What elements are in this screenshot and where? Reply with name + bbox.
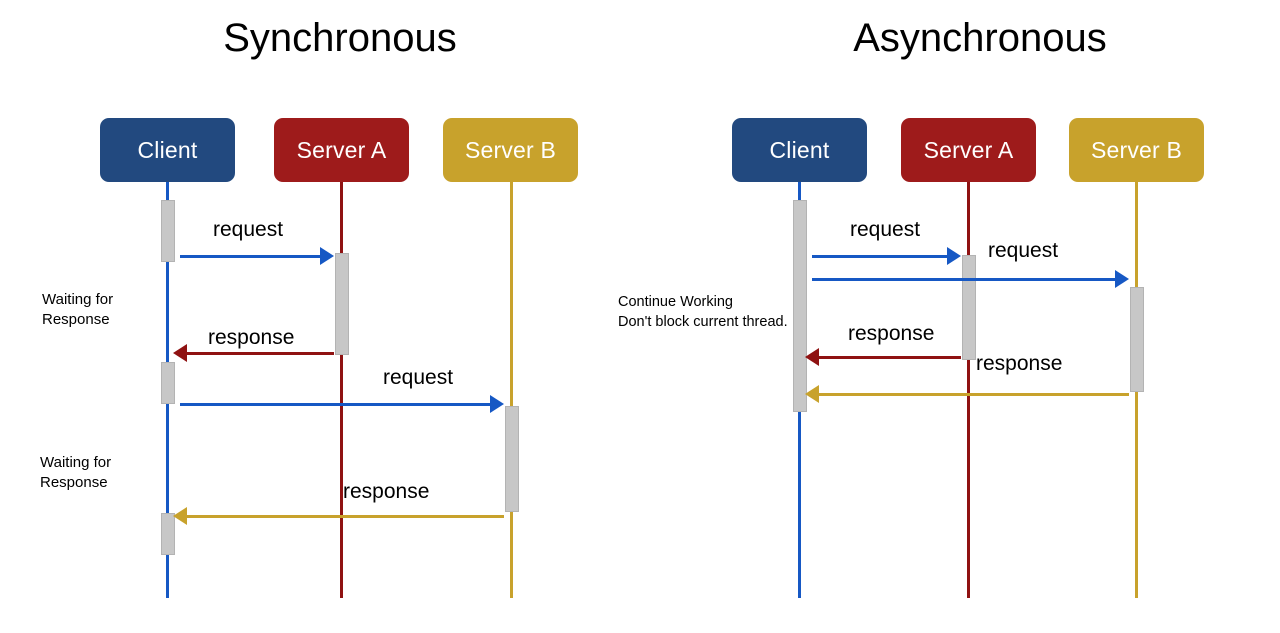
message-label-synchronous-0: request xyxy=(213,218,284,241)
message-label-asynchronous-3: response xyxy=(976,352,1063,375)
message-arrowhead-synchronous-3 xyxy=(173,507,187,525)
activation-bar-synchronous-client-2 xyxy=(161,362,175,404)
message-arrowhead-asynchronous-3 xyxy=(805,385,819,403)
activation-bar-synchronous-client-4 xyxy=(161,513,175,555)
activation-bar-asynchronous-server-a-1 xyxy=(962,255,976,360)
message-line-synchronous-3 xyxy=(185,515,504,518)
activation-bar-synchronous-client-0 xyxy=(161,200,175,262)
actor-label: Server B xyxy=(464,136,557,163)
activation-bar-synchronous-server-b-3 xyxy=(505,406,519,512)
lifeline-synchronous-server-a xyxy=(340,182,343,598)
actor-label: Client xyxy=(137,136,198,163)
message-label-synchronous-1: response xyxy=(208,326,295,349)
message-arrowhead-synchronous-1 xyxy=(173,344,187,362)
message-arrowhead-asynchronous-1 xyxy=(1115,270,1129,288)
diagram-title-asynchronous: Asynchronous xyxy=(853,16,1107,60)
actor-label: Server A xyxy=(296,136,387,163)
message-line-asynchronous-1 xyxy=(812,278,1117,281)
activation-bar-asynchronous-client-0 xyxy=(793,200,807,412)
lifeline-asynchronous-server-a xyxy=(967,182,970,598)
actor-label: Server A xyxy=(923,136,1014,163)
message-label-synchronous-3: response xyxy=(343,480,430,503)
actor-box-asynchronous-server-b[interactable]: Server B xyxy=(1069,118,1204,182)
message-line-asynchronous-2 xyxy=(817,356,961,359)
message-arrowhead-synchronous-0 xyxy=(320,247,334,265)
message-line-asynchronous-0 xyxy=(812,255,949,258)
message-arrowhead-asynchronous-2 xyxy=(805,348,819,366)
lifeline-synchronous-server-b xyxy=(510,182,513,598)
activation-bar-asynchronous-server-b-2 xyxy=(1130,287,1144,392)
message-line-synchronous-1 xyxy=(185,352,334,355)
message-arrowhead-asynchronous-0 xyxy=(947,247,961,265)
actor-label: Client xyxy=(769,136,830,163)
diagram-title-synchronous: Synchronous xyxy=(223,16,457,60)
message-line-synchronous-2 xyxy=(180,403,492,406)
message-label-synchronous-2: request xyxy=(383,366,454,389)
actor-label: Server B xyxy=(1090,136,1183,163)
actor-box-asynchronous-server-a[interactable]: Server A xyxy=(901,118,1036,182)
message-line-asynchronous-3 xyxy=(817,393,1129,396)
activation-bar-synchronous-server-a-1 xyxy=(335,253,349,355)
message-line-synchronous-0 xyxy=(180,255,322,258)
actor-box-synchronous-server-b[interactable]: Server B xyxy=(443,118,578,182)
actor-box-synchronous-server-a[interactable]: Server A xyxy=(274,118,409,182)
actor-box-synchronous-client[interactable]: Client xyxy=(100,118,235,182)
message-arrowhead-synchronous-2 xyxy=(490,395,504,413)
message-label-asynchronous-0: request xyxy=(850,218,921,241)
message-label-asynchronous-1: request xyxy=(988,239,1059,262)
actor-box-asynchronous-client[interactable]: Client xyxy=(732,118,867,182)
message-label-asynchronous-2: response xyxy=(848,322,935,345)
